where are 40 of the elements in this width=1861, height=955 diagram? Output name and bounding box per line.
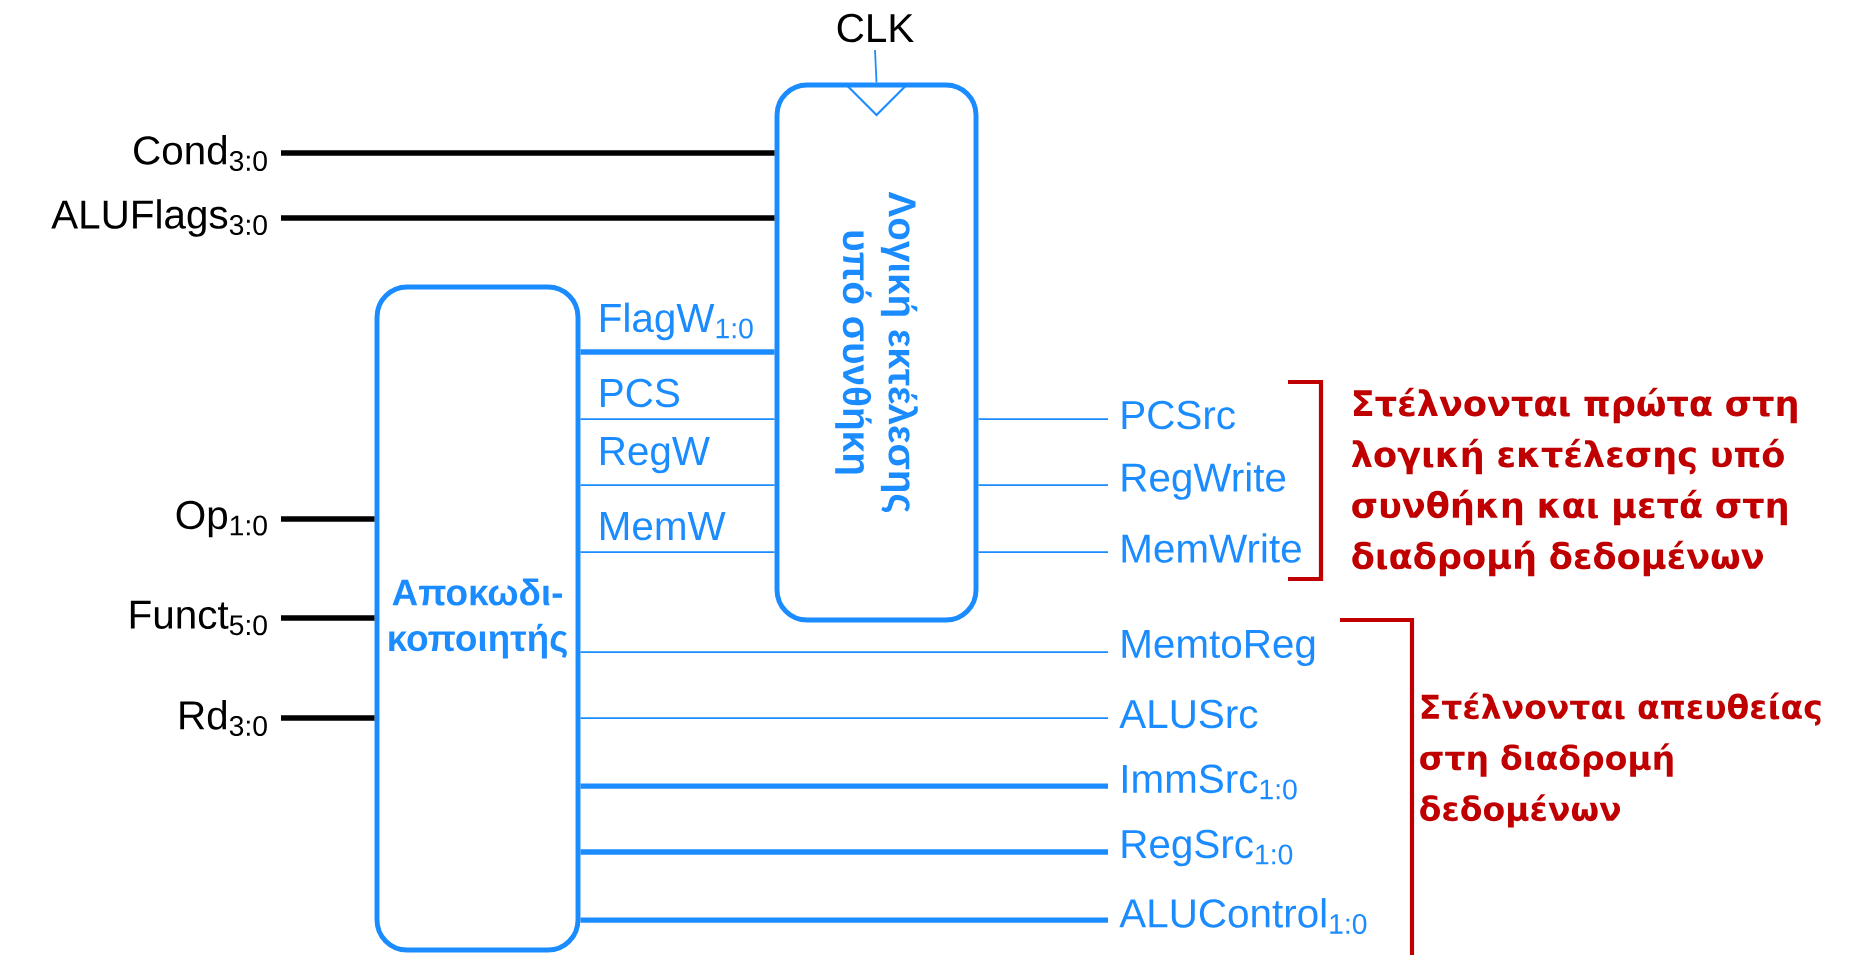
wire (579, 418, 776, 420)
wire (579, 551, 776, 553)
signal-label: ALUSrc (1119, 699, 1258, 729)
note-text: Στέλνονται απευθείας στη διαδρομή δεδομένων (1420, 692, 1821, 828)
wire (579, 717, 1109, 719)
signal-label: CLK (837, 13, 914, 43)
decoder-box: Αποκωδι- κοποιητής (374, 284, 581, 953)
wire (874, 49, 878, 84)
wire (579, 651, 1109, 653)
wire (281, 215, 775, 221)
signal-label: PCSrc (1122, 400, 1235, 430)
signal-label: ALUControl$_{1:0}$ (1119, 898, 1367, 934)
wire (281, 516, 375, 522)
wire (281, 615, 375, 621)
signal-label: RegSrc$_{1:0}$ (1122, 829, 1293, 867)
edge-label: PCS (601, 378, 679, 408)
wire (977, 551, 1109, 553)
signal-label: RegWrite (1122, 462, 1286, 500)
signal-label: ImmSrc$_{1:0}$ (1123, 764, 1297, 800)
signal-label: Cond$_{3:0}$ (134, 135, 267, 171)
wire (281, 715, 375, 721)
edge-label: RegW (601, 437, 710, 474)
wire (977, 484, 1109, 486)
signal-label: Rd$_{3:0}$ (180, 700, 267, 736)
wire (579, 484, 776, 486)
logic-box: Λογική εκτέλεσης υπό συνθήκη (774, 82, 979, 623)
wire (580, 849, 1108, 855)
signal-label: ALUFlags$_{3:0}$ (51, 199, 267, 237)
wire (281, 150, 775, 156)
wire (580, 783, 1108, 789)
wire (580, 917, 1108, 923)
signal-label: Op$_{1:0}$ (176, 500, 267, 538)
wire (580, 349, 775, 355)
signal-label: MemtoReg (1122, 629, 1315, 667)
edge-label: FlagW$_{1:0}$ (601, 302, 753, 341)
signal-label: MemWrite (1122, 533, 1301, 563)
edge-label: MemW (601, 512, 726, 541)
signal-label: Funct$_{5:0}$ (130, 600, 267, 636)
note-text: Στέλνονται πρώτα στη λογική εκτέλεσης υπό συνθήκη και μετά στη διαδρομή δεδομένων (1351, 387, 1797, 577)
wire (977, 418, 1109, 420)
